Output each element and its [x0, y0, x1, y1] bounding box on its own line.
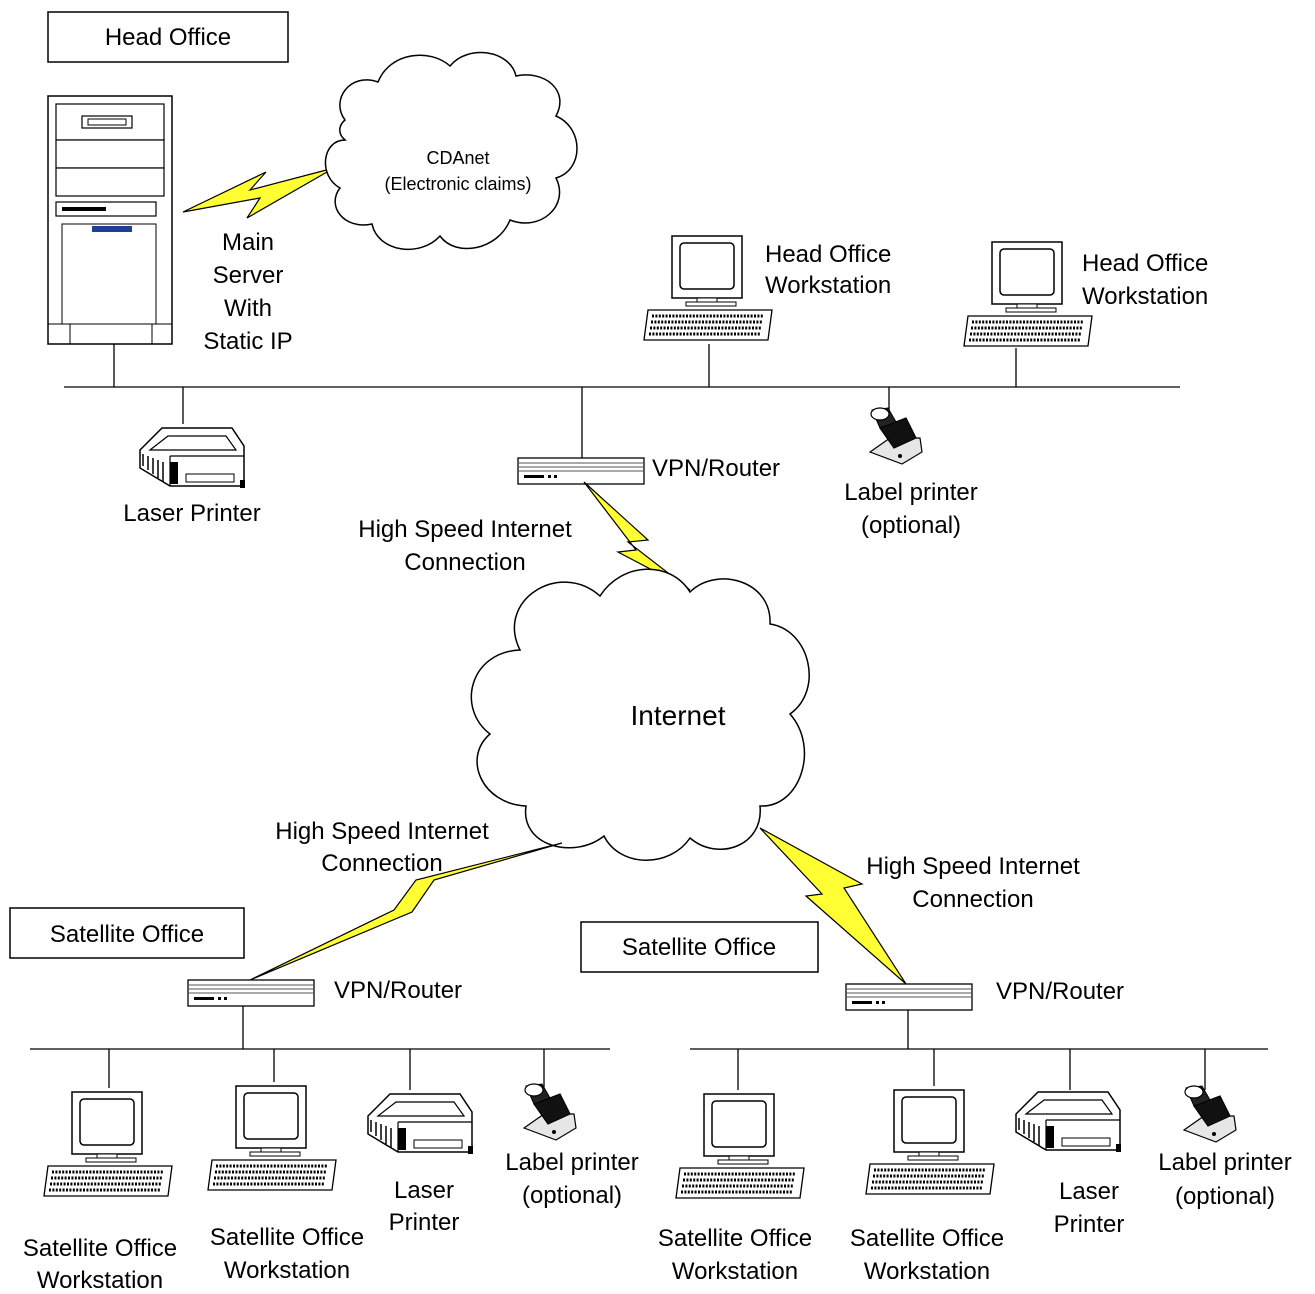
satellite-left-laser-printer-label-line2: Printer: [389, 1209, 460, 1236]
satellite-left-workstation-1-icon: [42, 1090, 174, 1198]
satellite-left-laser-printer-label-line1: Laser: [394, 1177, 454, 1204]
head-office-workstation-1-icon: [642, 234, 774, 342]
satellite-left-label-printer-label-line2: (optional): [522, 1182, 622, 1209]
satellite-left-office-title: Satellite Office: [50, 921, 204, 948]
satellite-right-connection-label-line2: Connection: [912, 886, 1033, 913]
satellite-left-label-printer-icon: [523, 1083, 577, 1141]
satellite-left-router-label: VPN/Router: [334, 977, 462, 1004]
satellite-left-workstation-2-label-line1: Satellite Office: [210, 1224, 364, 1251]
head-office-workstation-2-icon: [962, 240, 1094, 348]
head-office-box: [47, 11, 289, 63]
satellite-right-workstation-1-icon: [674, 1092, 806, 1200]
satellite-right-laser-printer-label-line2: Printer: [1054, 1211, 1125, 1238]
cdanet-sublabel: (Electronic claims): [384, 174, 531, 194]
head-office-laser-printer-label: Laser Printer: [123, 500, 260, 527]
head-office-workstation-1-label-line1: Head Office: [765, 241, 891, 268]
satellite-right-workstation-2-label-line1: Satellite Office: [850, 1225, 1004, 1252]
server-label-line4: Static IP: [203, 328, 292, 355]
satellite-right-laser-printer-icon: [1015, 1091, 1122, 1153]
head-office-label-printer-label-line1: Label printer: [844, 479, 977, 506]
head-office-lightning-icon: [583, 481, 691, 591]
satellite-left-workstation-1-label-line2: Workstation: [37, 1267, 163, 1294]
satellite-right-label-printer-label-line1: Label printer: [1158, 1149, 1291, 1176]
internet-label: Internet: [631, 700, 726, 731]
satellite-right-workstation-1-label-line1: Satellite Office: [658, 1225, 812, 1252]
head-office-connection-label-line1: High Speed Internet: [358, 516, 572, 543]
satellite-right-label-printer-label-line2: (optional): [1175, 1183, 1275, 1210]
server-label-line2: Server: [213, 262, 284, 289]
satellite-right-workstation-1-label-line2: Workstation: [672, 1258, 798, 1285]
satellite-right-connection-label-line1: High Speed Internet: [866, 853, 1080, 880]
satellite-right-router-icon: [845, 983, 973, 1011]
server-label-line3: With: [224, 295, 272, 322]
head-office-router-label: VPN/Router: [652, 455, 780, 482]
internet-cloud-icon: [470, 568, 810, 861]
head-office-connection-label-line2: Connection: [404, 549, 525, 576]
satellite-left-workstation-2-icon: [206, 1084, 338, 1192]
satellite-left-label-printer-label-line1: Label printer: [505, 1149, 638, 1176]
satellite-left-office-box: [9, 907, 245, 959]
satellite-right-office-title: Satellite Office: [622, 934, 776, 961]
satellite-right-office-box: [580, 921, 819, 973]
head-office-laser-printer-icon: [139, 427, 246, 489]
satellite-right-workstation-2-label-line2: Workstation: [864, 1258, 990, 1285]
satellite-right-laser-printer-label-line1: Laser: [1059, 1178, 1119, 1205]
satellite-left-connection-label-line2: Connection: [321, 850, 442, 877]
satellite-left-workstation-1-label-line1: Satellite Office: [23, 1235, 177, 1262]
satellite-right-router-label: VPN/Router: [996, 978, 1124, 1005]
satellite-left-workstation-2-label-line2: Workstation: [224, 1257, 350, 1284]
cdanet-cloud-icon: [324, 51, 578, 250]
satellite-right-workstation-2-icon: [864, 1088, 996, 1196]
head-office-title: Head Office: [105, 24, 231, 51]
cdanet-lightning-icon: [182, 167, 335, 219]
head-office-workstation-2-label-line1: Head Office: [1082, 250, 1208, 277]
satellite-left-connection-label-line1: High Speed Internet: [275, 818, 489, 845]
server-label-line1: Main: [222, 229, 274, 256]
head-office-workstation-2-label-line2: Workstation: [1082, 283, 1208, 310]
head-office-workstation-1-label-line2: Workstation: [765, 272, 891, 299]
head-office-router-icon: [517, 457, 645, 485]
satellite-left-router-icon: [187, 979, 315, 1007]
satellite-right-label-printer-icon: [1183, 1085, 1237, 1143]
server-icon: [47, 95, 173, 345]
head-office-label-printer-icon: [869, 407, 923, 465]
satellite-left-laser-printer-icon: [367, 1093, 474, 1155]
cdanet-label: CDAnet: [426, 148, 489, 168]
head-office-label-printer-label-line2: (optional): [861, 512, 961, 539]
